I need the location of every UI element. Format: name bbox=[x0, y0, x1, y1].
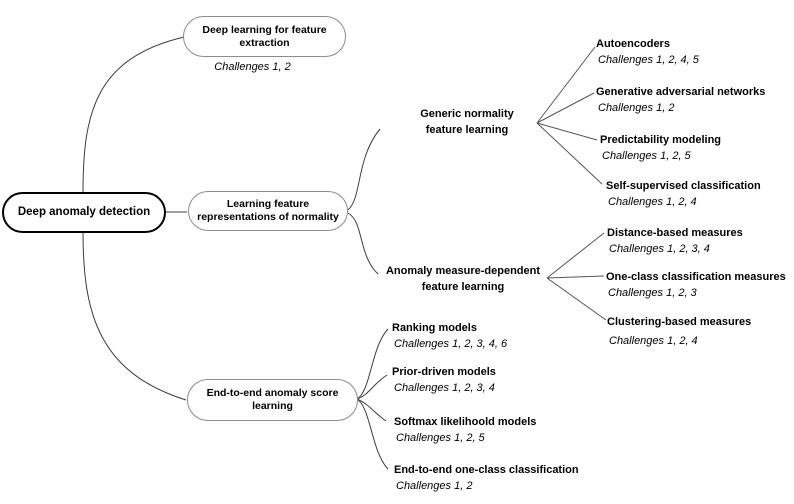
branch-anomaly-measure: Anomaly measure-dependent feature learni… bbox=[385, 265, 541, 293]
edge-measure-to-one-class bbox=[546, 275, 605, 279]
leaf-challenges: Challenges 1, 2, 4, 5 bbox=[598, 54, 699, 66]
leaf-challenges: Challenges 1, 2, 3, 4 bbox=[394, 382, 495, 394]
leaf-challenges: Challenges 1, 2, 5 bbox=[602, 150, 691, 162]
leaf-e2e-one-class: End-to-end one-class classification Chal… bbox=[394, 464, 579, 493]
leaf-title: Generative adversarial networks bbox=[596, 86, 766, 98]
feature-extraction-challenges: Challenges 1, 2 bbox=[214, 61, 291, 73]
leaf-autoencoders: Autoencoders Challenges 1, 2, 4, 5 bbox=[596, 38, 699, 67]
node-feature-extraction: Deep learning for feature extraction bbox=[183, 16, 346, 57]
edge-generic-to-predictability bbox=[536, 122, 598, 141]
node-label: Deep anomaly detection bbox=[17, 206, 151, 218]
leaf-clustering-based: Clustering-based measures Challenges 1, … bbox=[607, 316, 751, 348]
node-label: Deep learning for feature extraction bbox=[202, 23, 327, 49]
leaf-challenges: Challenges 1, 2, 3 bbox=[608, 287, 697, 299]
node-deep-anomaly-detection: Deep anomaly detection bbox=[2, 192, 166, 233]
leaf-title: Predictability modeling bbox=[600, 134, 722, 146]
node-label: End-to-end anomaly score learning bbox=[206, 387, 339, 412]
leaf-softmax-models: Softmax likelihoold models Challenges 1,… bbox=[394, 416, 536, 445]
leaf-gan: Generative adversarial networks Challeng… bbox=[596, 86, 765, 115]
leaf-title: End-to-end one-class classification bbox=[394, 464, 579, 476]
edge-generic-to-autoencoders bbox=[536, 46, 596, 124]
leaf-title: Clustering-based measures bbox=[607, 316, 752, 328]
edge-score-to-softmax bbox=[356, 398, 387, 422]
leaf-title: Autoencoders bbox=[596, 38, 670, 50]
branch-generic-normality: Generic normality feature learning bbox=[420, 108, 514, 136]
node-score-learning: End-to-end anomaly score learning bbox=[187, 379, 358, 421]
edge-generic-to-self-supervised bbox=[536, 122, 603, 185]
leaf-self-supervised: Self-supervised classification Challenge… bbox=[606, 180, 761, 209]
leaf-predictability: Predictability modeling Challenges 1, 2,… bbox=[600, 134, 721, 163]
leaf-challenges: Challenges 1, 2, 4 bbox=[608, 196, 697, 208]
leaf-challenges: Challenges 1, 2, 4 bbox=[609, 335, 698, 347]
leaf-prior-driven-models: Prior-driven models Challenges 1, 2, 3, … bbox=[392, 366, 496, 395]
edge-score-to-ranking bbox=[356, 328, 389, 400]
leaf-distance-based: Distance-based measures Challenges 1, 2,… bbox=[607, 227, 743, 256]
leaf-title: Softmax likelihoold models bbox=[394, 416, 537, 428]
leaf-title: Distance-based measures bbox=[607, 227, 743, 239]
edge-root-to-score-learning bbox=[82, 232, 187, 401]
edge-root-to-feature-extraction bbox=[82, 36, 185, 193]
leaf-challenges: Challenges 1, 2, 5 bbox=[396, 432, 485, 444]
edge-mid-to-anomaly-measure bbox=[347, 212, 379, 275]
leaf-title: One-class classification measures bbox=[606, 271, 786, 283]
edge-score-to-prior bbox=[356, 374, 388, 400]
leaf-one-class-measures: One-class classification measures Challe… bbox=[606, 271, 786, 300]
edge-measure-to-distance bbox=[546, 232, 605, 279]
node-label: Learning feature representations of norm… bbox=[197, 198, 339, 223]
leaf-challenges: Challenges 1, 2, 3, 4 bbox=[609, 243, 710, 255]
edge-generic-to-gan bbox=[536, 92, 595, 124]
edge-measure-to-clustering bbox=[546, 277, 607, 321]
leaf-title: Prior-driven models bbox=[392, 366, 496, 378]
leaf-challenges: Challenges 1, 2 bbox=[396, 480, 473, 492]
node-representations-of-normality: Learning feature representations of norm… bbox=[188, 191, 348, 231]
leaf-title: Ranking models bbox=[392, 322, 477, 334]
edge-mid-to-generic bbox=[347, 128, 381, 211]
leaf-challenges: Challenges 1, 2, 3, 4, 6 bbox=[394, 338, 508, 350]
leaf-title: Self-supervised classification bbox=[606, 180, 761, 192]
leaf-challenges: Challenges 1, 2 bbox=[598, 102, 675, 114]
edge-score-to-one-class-e2e bbox=[356, 398, 389, 470]
leaf-ranking-models: Ranking models Challenges 1, 2, 3, 4, 6 bbox=[392, 322, 507, 351]
